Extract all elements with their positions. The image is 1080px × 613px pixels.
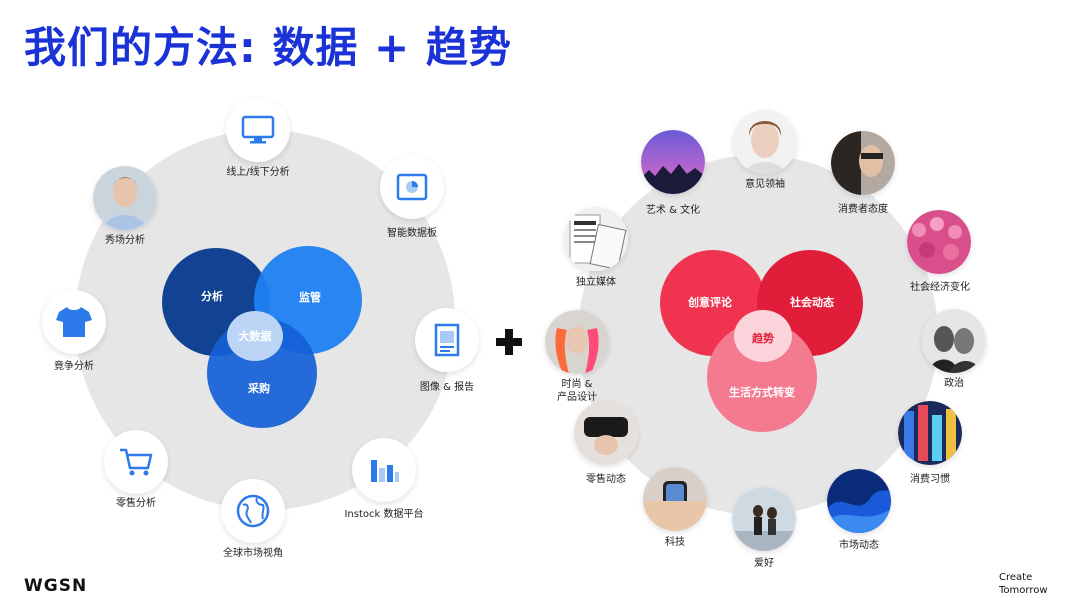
arts-culture-photo [641, 130, 705, 194]
node-label-consumer-attitude: 消费者态度 [838, 204, 888, 215]
node-label-retail-analysis: 零售分析 [116, 498, 156, 509]
venn-trend-label: 趋势 [752, 332, 774, 345]
bar-chart-icon [352, 438, 416, 502]
node-label-independent-media: 独立媒体 [576, 277, 616, 288]
node-label-global-market: 全球市场视角 [223, 548, 283, 559]
consumer-attitude-photo [831, 131, 895, 195]
hobby-photo [732, 487, 796, 551]
runway-photo [93, 166, 157, 230]
tagline: Create Tomorrow [999, 571, 1048, 597]
node-label-fashion-design: 时尚 & 产品设计 [557, 379, 597, 403]
venn-creative-label: 创意评论 [688, 296, 732, 309]
tagline-line-2: Tomorrow [999, 585, 1048, 596]
node-label-socioeconomic: 社会经济变化 [910, 282, 970, 293]
node-label-online-offline: 线上/线下分析 [226, 167, 290, 178]
node-label-image-report: 图像 & 报告 [419, 382, 475, 393]
node-label-retail-dynamics: 零售动态 [586, 474, 626, 485]
node-label-competition: 竟争分析 [54, 361, 94, 372]
venn-monitor-label: 监管 [299, 291, 321, 304]
node-label-influencer: 意见领袖 [745, 179, 785, 190]
independent-media-photo [564, 207, 628, 271]
monitor-icon [226, 98, 290, 162]
node-label-consumer-habits: 消费习惯 [910, 474, 950, 485]
tshirt-icon [42, 290, 106, 354]
node-label-runway: 秀场分析 [105, 235, 145, 246]
venn-lifestyle-label: 生活方式转变 [729, 386, 795, 399]
venn-social-label: 社会动态 [790, 296, 834, 309]
node-label-smart-dashboard: 智能数据板 [387, 228, 437, 239]
tagline-line-1: Create [999, 572, 1033, 583]
node-label-arts: 艺术 & 文化 [645, 205, 701, 216]
fashion-design-photo [545, 310, 609, 374]
venn-analysis-label: 分析 [201, 290, 223, 303]
node-label-politics: 政治 [944, 378, 964, 389]
consumer-habits-photo [898, 401, 962, 465]
retail-dynamics-photo [574, 401, 638, 465]
wgsn-logo: WGSN [24, 576, 88, 596]
influencer-photo [733, 110, 797, 174]
page-title: 我们的方法: 数据 + 趋势 [24, 23, 512, 72]
venn-bigdata-label: 大数据 [238, 330, 272, 343]
politics-photo [922, 309, 986, 373]
dashboard-icon [380, 155, 444, 219]
venn-purchase-label: 采购 [248, 382, 270, 395]
node-label-instock: Instock 数据平台 [344, 509, 424, 520]
shopping-cart-icon [104, 430, 168, 494]
node-label-technology: 科技 [665, 537, 685, 548]
market-dynamics-photo [827, 469, 891, 533]
socioeconomic-photo [907, 210, 971, 274]
report-icon [415, 308, 479, 372]
node-label-market: 市场动态 [839, 540, 879, 551]
venn-bigdata [227, 311, 283, 361]
node-label-hobby: 爱好 [754, 558, 774, 569]
globe-icon [221, 479, 285, 543]
plus-icon [496, 329, 522, 355]
venn-trend [734, 310, 792, 362]
